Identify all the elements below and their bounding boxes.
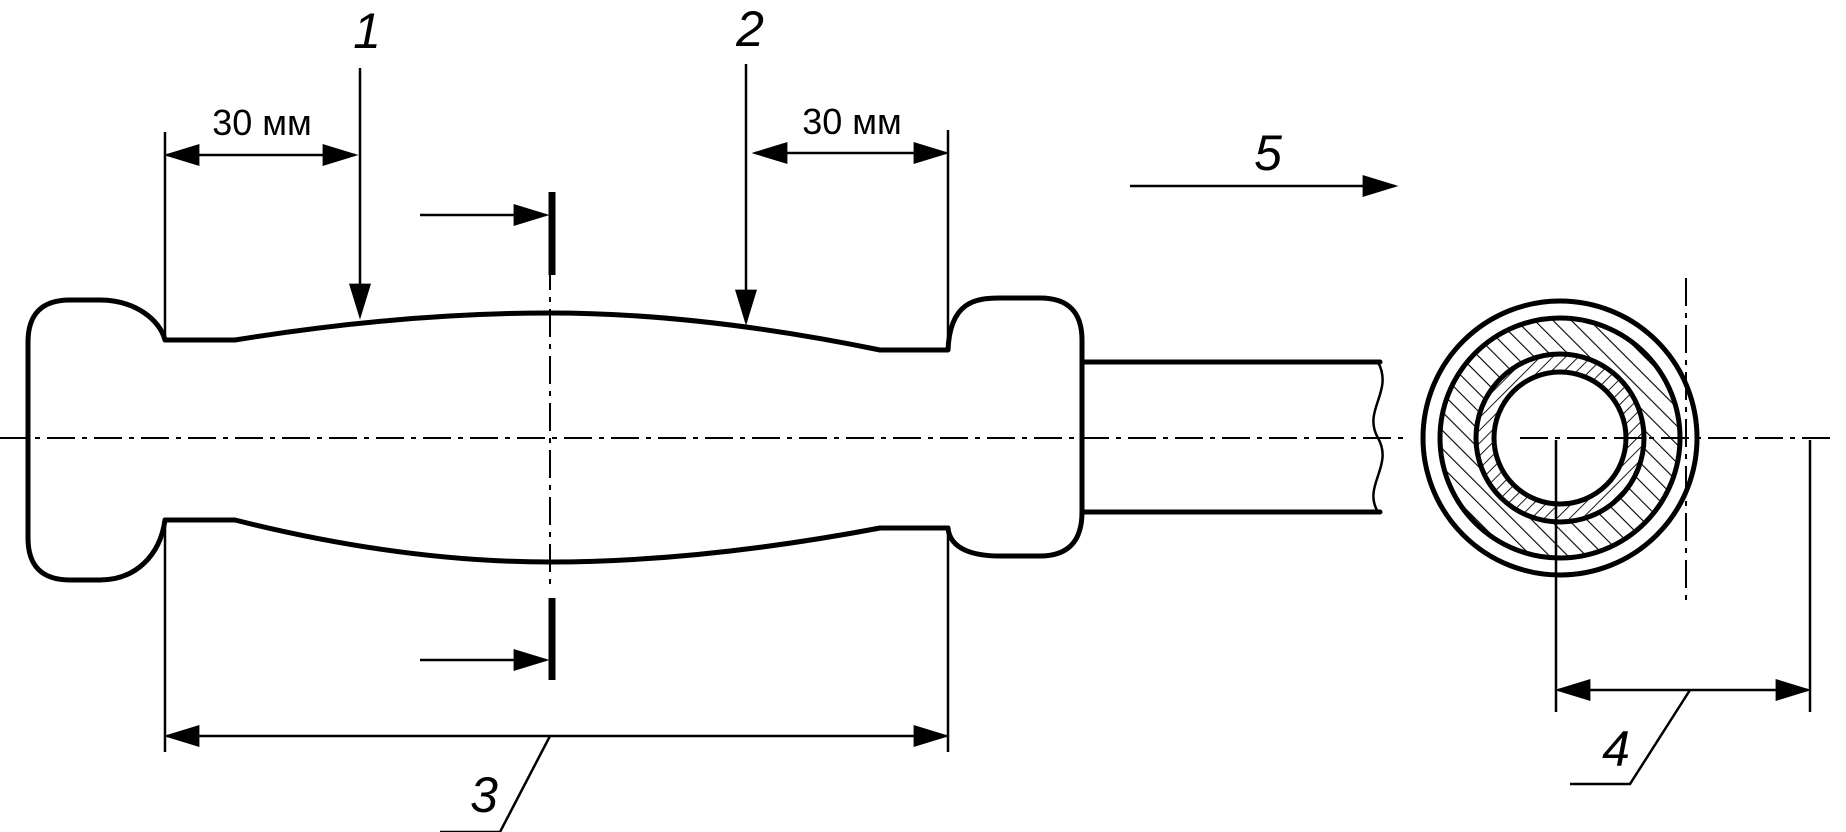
leader-4	[1570, 689, 1692, 786]
dimension-lines: 30 мм 30 мм	[163, 101, 950, 752]
hatch-inner-circle	[1473, 351, 1647, 525]
callout-3: 3	[470, 767, 498, 823]
handle-outline	[25, 295, 1085, 583]
leader-3	[440, 735, 552, 832]
callout-1: 1	[353, 3, 381, 59]
callouts: 1 2 3 4 5	[349, 1, 1692, 832]
callout-4: 4	[1602, 721, 1630, 777]
callout-2: 2	[735, 1, 764, 57]
dimension-label-right: 30 мм	[802, 101, 902, 142]
handle-side-view	[0, 192, 1410, 680]
cross-section-view	[1420, 278, 1830, 712]
callout-5: 5	[1254, 125, 1282, 181]
shaft-outline	[1082, 359, 1383, 515]
dimension-label-left: 30 мм	[212, 102, 312, 143]
